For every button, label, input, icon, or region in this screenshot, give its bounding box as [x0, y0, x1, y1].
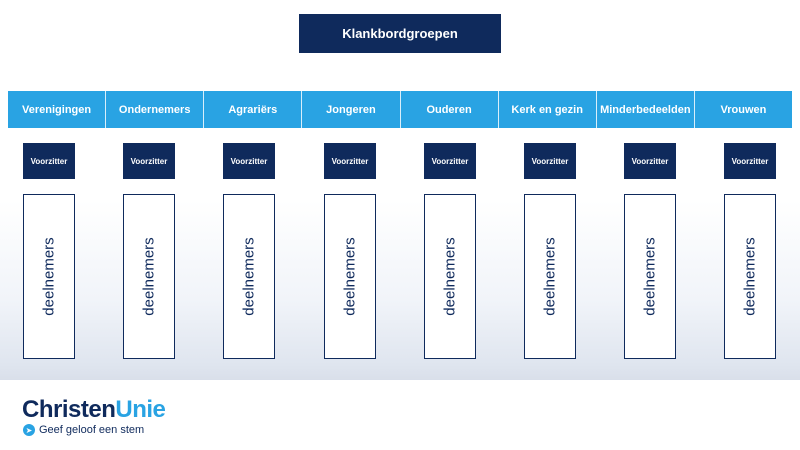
chair-box-vrouwen: Voorzitter: [724, 143, 776, 179]
participants-box-minderbedeelden: deelnemers: [624, 194, 676, 359]
chair-box-agrariers: Voorzitter: [223, 143, 275, 179]
participants-label: deelnemers: [341, 237, 359, 316]
category-verenigingen: Verenigingen: [8, 91, 107, 128]
logo-part-christen: Christen: [22, 396, 116, 423]
participants-label: deelnemers: [40, 237, 58, 316]
category-row: Verenigingen Ondernemers Agrariërs Jonge…: [8, 91, 792, 128]
chair-box-ouderen: Voorzitter: [424, 143, 476, 179]
christenunie-logo: ChristenUnie: [22, 396, 166, 424]
category-vrouwen: Vrouwen: [720, 103, 767, 116]
category-agrariers: Agrariërs: [204, 91, 303, 128]
logo-tagline: ➤ Geef geloof een stem: [23, 424, 144, 436]
participants-label: deelnemers: [441, 237, 459, 316]
background-gradient: [0, 0, 800, 385]
participants-label: deelnemers: [541, 237, 559, 316]
participants-label: deelnemers: [140, 237, 158, 316]
category-ondernemers: Ondernemers: [106, 91, 205, 128]
participants-box-ouderen: deelnemers: [424, 194, 476, 359]
participants-box-vrouwen: deelnemers: [724, 194, 776, 359]
participants-label: deelnemers: [641, 237, 659, 316]
footer-background: [0, 380, 800, 450]
chair-box-jongeren: Voorzitter: [324, 143, 376, 179]
participants-box-jongeren: deelnemers: [324, 194, 376, 359]
chair-box-kerk-en-gezin: Voorzitter: [524, 143, 576, 179]
tagline-text: Geef geloof een stem: [39, 424, 145, 436]
category-jongeren: Jongeren: [302, 91, 401, 128]
arrow-circle-icon: ➤: [23, 424, 35, 436]
participants-box-ondernemers: deelnemers: [123, 194, 175, 359]
chair-box-minderbedeelden: Voorzitter: [624, 143, 676, 179]
category-minderbedeelden: Minderbedeelden: [597, 91, 695, 128]
participants-label: deelnemers: [741, 237, 759, 316]
category-ouderen: Ouderen: [401, 91, 499, 128]
participants-box-agrariers: deelnemers: [223, 194, 275, 359]
category-kerk-en-gezin: Kerk en gezin: [499, 91, 597, 128]
diagram-title: Klankbordgroepen: [299, 14, 501, 53]
participants-box-kerk-en-gezin: deelnemers: [524, 194, 576, 359]
participants-label: deelnemers: [240, 237, 258, 316]
participants-box-verenigingen: deelnemers: [23, 194, 75, 359]
chair-box-verenigingen: Voorzitter: [23, 143, 75, 179]
logo-part-unie: Unie: [115, 396, 166, 423]
chair-box-ondernemers: Voorzitter: [123, 143, 175, 179]
